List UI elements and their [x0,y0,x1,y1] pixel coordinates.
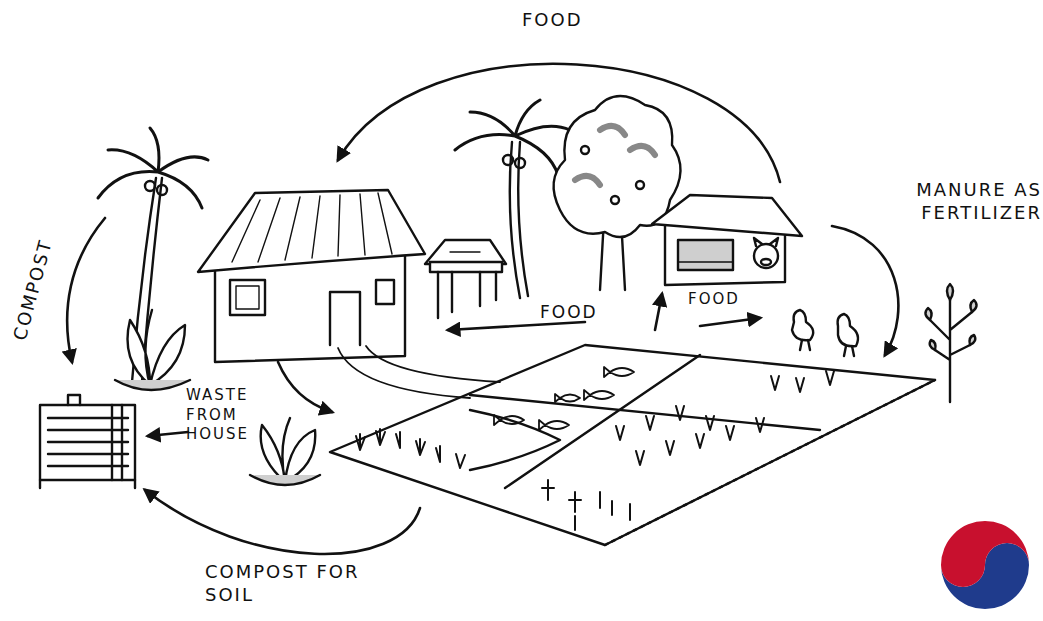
fruit-tree [575,126,655,185]
emblem-watermark [941,521,1029,587]
flow-label: COMPOST FOR SOIL [205,560,405,607]
palm-tree [145,181,155,191]
pond-fish [539,420,569,430]
palm-tree [510,142,528,298]
house [215,255,405,362]
cycle-arrow [832,226,898,355]
pond-fish [494,415,524,425]
emblem-watermark [939,519,1031,611]
crop-plants [356,371,834,530]
leafy-plant [250,475,320,485]
compost-bin [48,418,128,466]
compost-bin [68,395,80,405]
stilt-hut [430,262,502,272]
flow-label: COMPOST [6,231,58,348]
flow-label: MANURE AS FERTILIZER [848,178,1042,225]
leafy-plant [115,310,190,390]
pig-house [678,240,733,270]
flow-label: FOOD [540,301,620,323]
crop-field [605,380,935,545]
pig [761,259,771,265]
stilt-hut [438,272,496,318]
stilt-hut [425,240,506,318]
fruit-tree [611,196,619,204]
crop-plants [356,429,465,468]
pig-house [678,261,733,262]
palm-tree [455,100,570,175]
crop-plants [771,371,834,392]
cycle-arrow [148,432,188,436]
stilt-hut [450,251,480,252]
house [230,280,265,315]
house [330,292,360,345]
flow-label: FOOD [688,290,768,310]
leafy-plant [261,418,316,482]
pig-house [652,195,802,285]
pig [754,244,778,268]
crop-field [330,345,935,545]
palm-tree [515,158,525,168]
emblem-watermark [939,519,1031,611]
pond-fish [494,367,634,430]
cycle-arrow [67,218,105,362]
palm-tree [157,185,167,195]
flow-label: WASTE FROM HOUSE [186,386,264,445]
fruit-tree [636,181,644,189]
fruit-tree [554,96,681,290]
crop-plants [542,480,630,530]
pig [754,238,778,268]
leafy-plant [128,310,186,385]
chicken [838,314,858,346]
cycle-arrow [278,362,332,412]
cycle-arrow [655,294,662,330]
cycle-arrow [338,64,780,182]
house [232,193,392,262]
compost-bin [112,405,122,480]
stilt-hut [425,240,506,264]
pond-fish [604,367,634,377]
farm-illustration [40,64,977,554]
compost-bin [40,395,135,488]
young-tree [925,284,976,350]
flow-label: FOOD [522,8,602,31]
chicken [792,310,813,340]
pig [754,238,778,246]
chicken [792,310,858,356]
cycle-arrow [700,318,760,326]
crop-field [470,410,560,470]
crop-plants [616,406,764,465]
cycle-arrow [448,322,585,330]
young-tree [930,300,972,402]
leafy-plant [250,418,320,485]
compost-bin [40,405,135,480]
chicken [800,340,810,350]
cycle-arrow [145,490,420,554]
cycle-arrow [67,64,898,554]
palm-tree [455,100,570,298]
pond-fish [584,390,614,400]
palm-tree [98,128,208,382]
chicken [844,346,854,356]
crop-field [505,355,700,488]
fruit-tree [581,146,589,154]
house [198,190,500,398]
pig-house [652,195,802,236]
palm-tree [98,128,208,208]
house [198,190,425,272]
house [376,280,394,304]
palm-tree [503,155,513,165]
crop-field [330,345,935,545]
young-tree [925,284,976,402]
pond-fish [555,394,580,402]
compost-bin [40,480,135,488]
house [236,286,259,309]
house [338,346,500,398]
leafy-plant [115,380,190,390]
